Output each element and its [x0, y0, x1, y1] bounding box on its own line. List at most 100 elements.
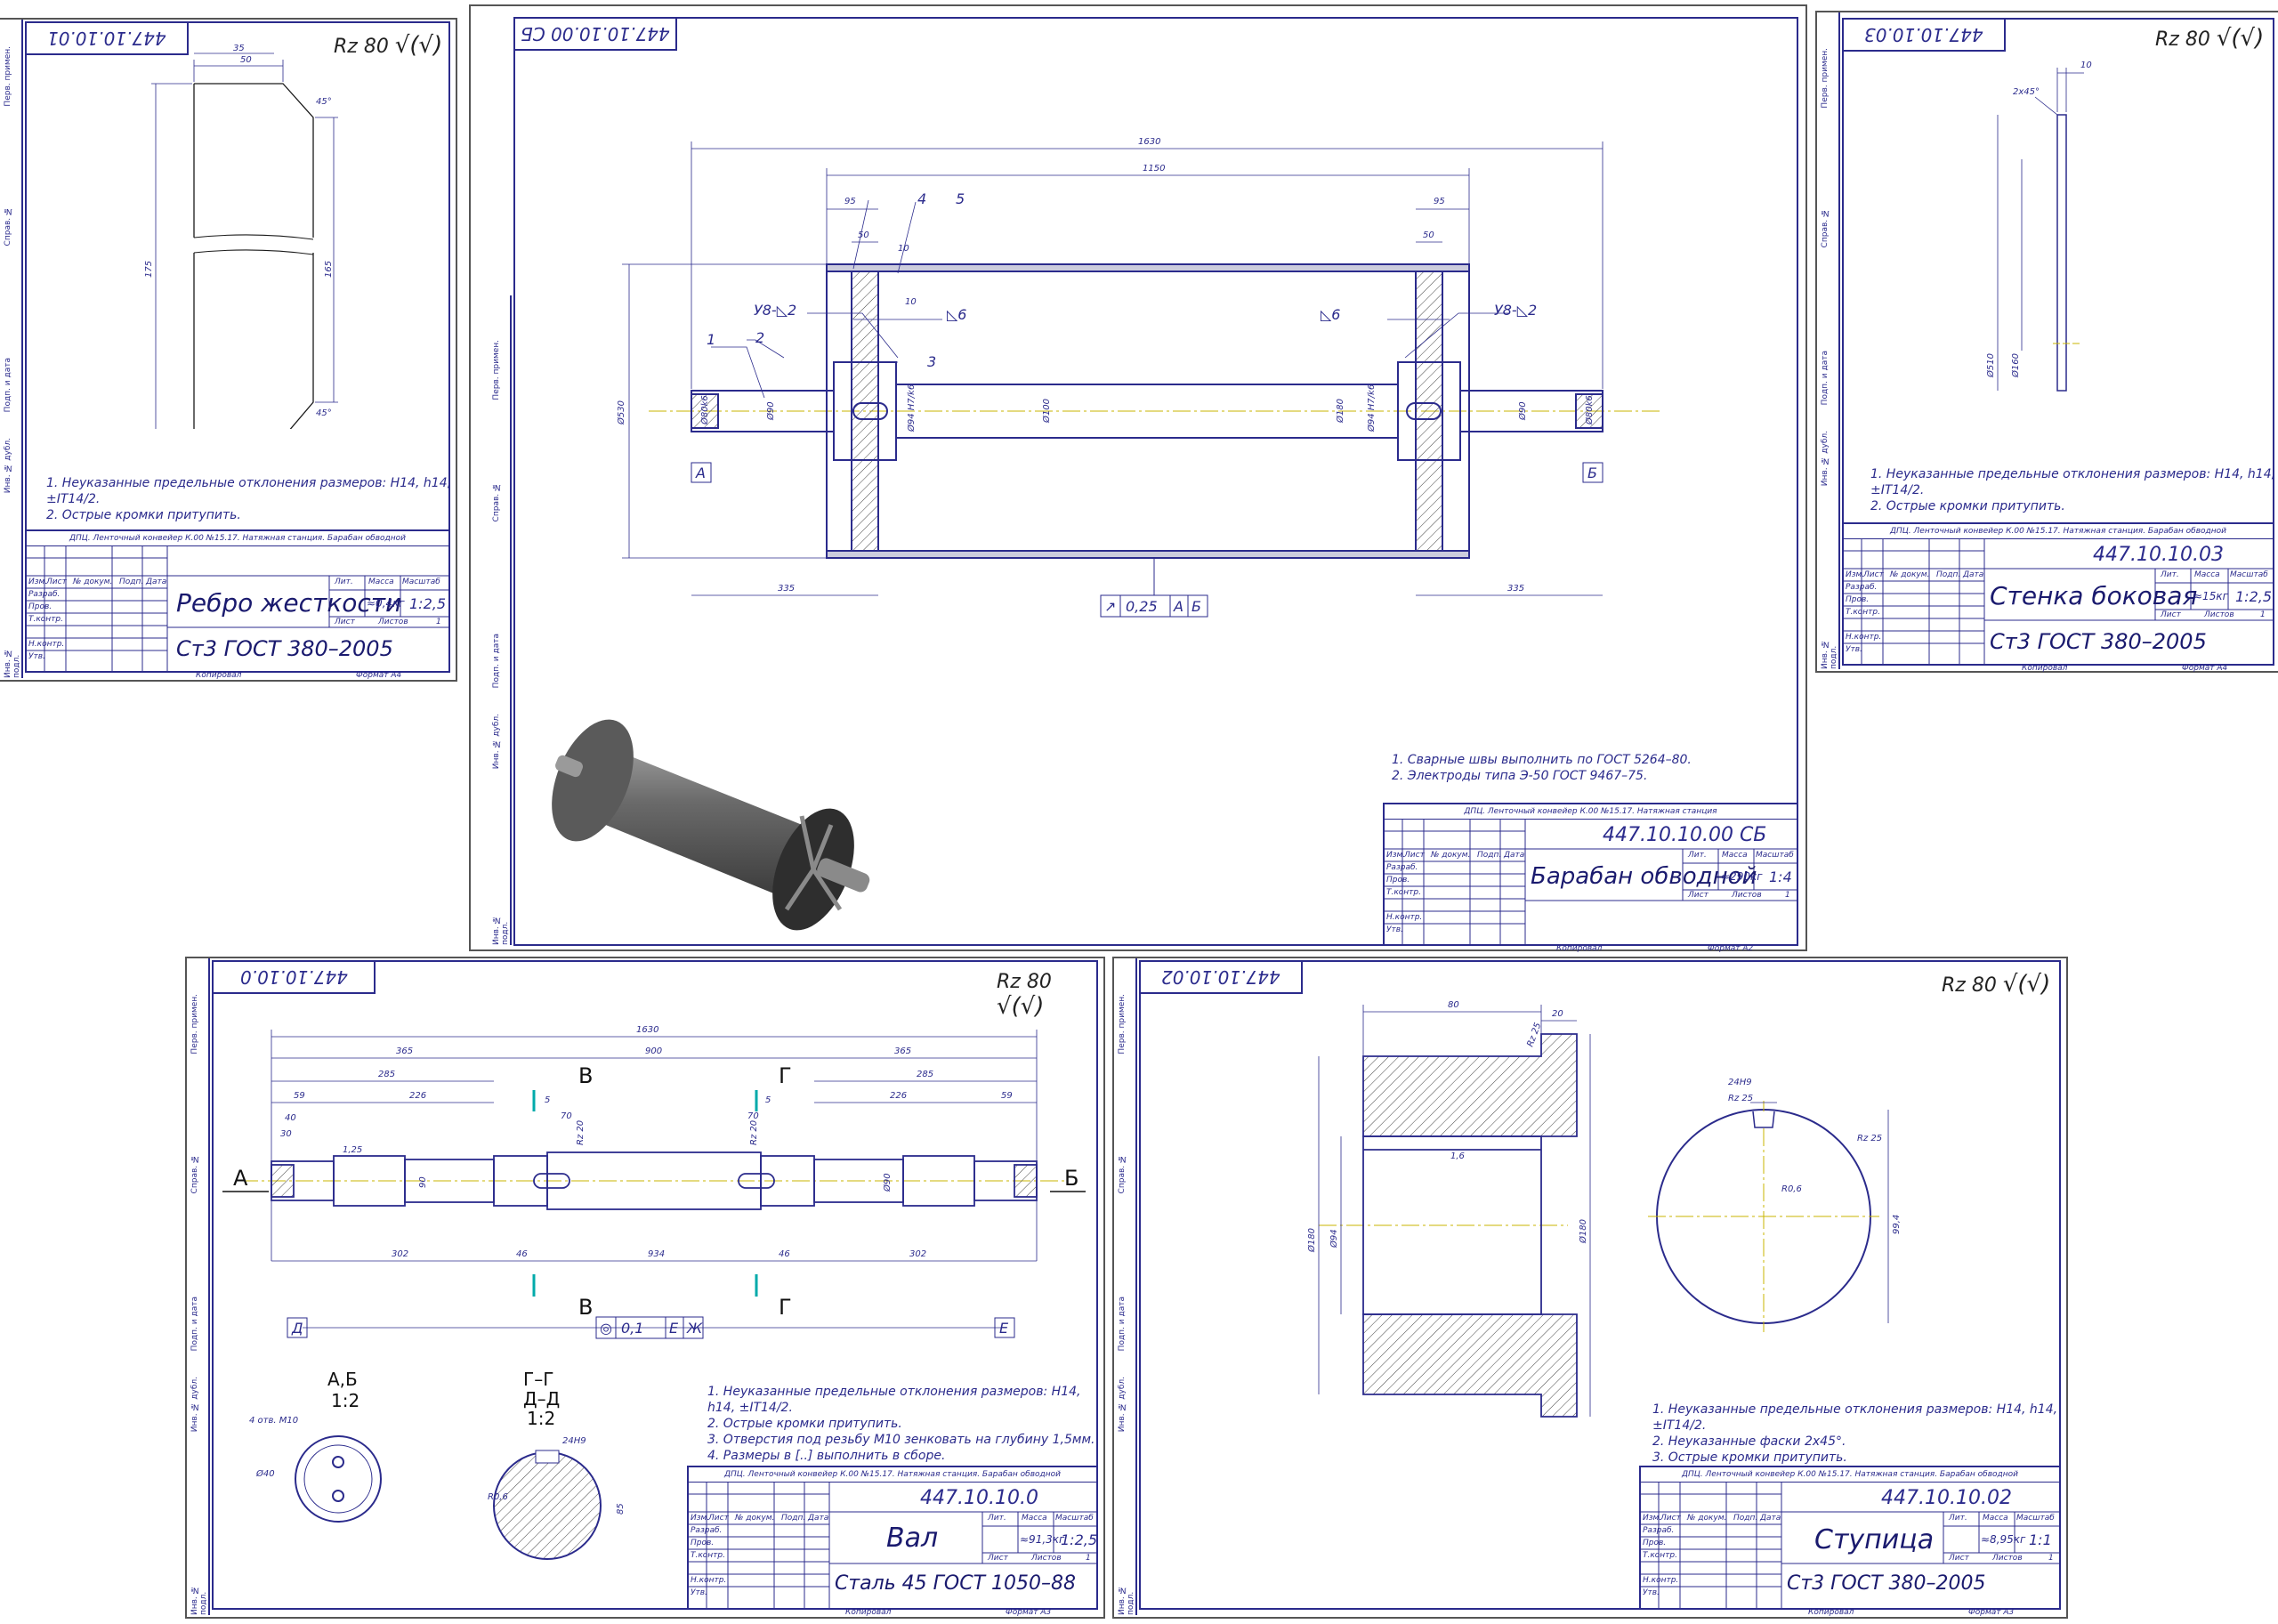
- shaft-body: [895, 384, 1399, 439]
- col-list: Лист: [1660, 1514, 1681, 1523]
- hdr-scale: Масштаб: [2016, 1514, 2055, 1523]
- role: Утв.: [691, 1588, 707, 1597]
- col-date: Дата: [1504, 851, 1525, 860]
- role: Н.контр.: [1643, 1576, 1679, 1585]
- note-line: 2. Острые кромки притупить.: [46, 508, 241, 522]
- role: Пров.: [28, 602, 53, 611]
- tb-code: 447.10.10.0: [920, 1487, 1038, 1509]
- side-strip: Перв. примен. Справ. № Подп. и дата Инв.…: [0, 20, 23, 678]
- drawing-frame: [1139, 960, 2061, 1610]
- col-date: Дата: [1963, 570, 1984, 579]
- hub-section-bottom: [1362, 1313, 1578, 1418]
- role: Н.контр.: [28, 640, 65, 649]
- note-line: 3. Острые кромки притупить.: [1652, 1450, 1847, 1465]
- note-line: 1. Неуказанные предельные отклонения раз…: [1870, 467, 2276, 497]
- role: Разраб.: [1643, 1526, 1675, 1535]
- hdr-sheet: Лист: [2161, 610, 2181, 619]
- tol-datum-1: А: [1173, 598, 1183, 615]
- rib-outline-bottom: [193, 253, 314, 429]
- hdr-sheets: Листов: [2204, 610, 2234, 619]
- note-line: 2. Острые кромки притупить.: [707, 1417, 902, 1431]
- drawing-code-tab: 447.10.10.0: [212, 960, 376, 994]
- side-label: Инв. № дубл.: [4, 438, 12, 494]
- val-sheets: 1: [1785, 891, 1790, 900]
- copied-label: Копировал: [196, 671, 242, 680]
- role: Утв.: [28, 652, 45, 661]
- pos-4: 4: [917, 190, 926, 207]
- side-label: Инв. № подл.: [4, 648, 21, 678]
- col-sign: Подп.: [1936, 570, 1961, 579]
- role: Разраб.: [1386, 863, 1418, 872]
- tolerance-frame: ◎ 0,1 Е Ж: [595, 1316, 704, 1339]
- dim-90-left: 90: [418, 1176, 428, 1188]
- hdr-lit: Лит.: [1688, 851, 1707, 860]
- dim-180-outer: Ø180: [1306, 1228, 1317, 1253]
- keyway-label: 24H9: [1728, 1078, 1752, 1087]
- dim-1630: 1630: [1138, 137, 1160, 147]
- part-name: Стенка боковая: [1990, 581, 2198, 610]
- dim-90-right: Ø90: [1517, 401, 1528, 421]
- dim-50-right: 50: [1423, 230, 1434, 240]
- notes: 1. Неуказанные предельные отклонения раз…: [1870, 466, 2278, 514]
- dim-180: Ø180: [1335, 399, 1345, 424]
- col-sign: Подп.: [119, 578, 144, 586]
- tb-organization: ДПЦ. Ленточный конвейер К.00 №15.17. Нат…: [1641, 1467, 2059, 1483]
- hdr-lit: Лит.: [335, 578, 353, 586]
- roughness-mark: Rz 80 √(√): [2155, 25, 2265, 52]
- end-face-view: [295, 1435, 382, 1523]
- sheet-assembly: Перв. примен. Справ. № Подп. и дата Инв.…: [469, 4, 1807, 953]
- copied-label: Копировал: [1808, 1608, 1854, 1617]
- tol-datum-2: Ж: [686, 1320, 703, 1337]
- val-mass: ≈8,95кг: [1981, 1533, 2026, 1546]
- rib-outline-top: [193, 83, 314, 238]
- hdr-mass: Масса: [1022, 1514, 1047, 1523]
- part-name: Барабан обводной: [1531, 863, 1757, 890]
- dim-365-right: 365: [894, 1046, 911, 1056]
- title-block: ДПЦ. Ленточный конвейер К.00 №15.17. Нат…: [25, 529, 450, 673]
- drawing-code-tab: 447.10.10.02: [1139, 960, 1303, 994]
- dim-20: 20: [1552, 1009, 1563, 1019]
- dim-302-left: 302: [392, 1249, 408, 1259]
- weld-mark-right: У8-◺2: [1494, 302, 1537, 319]
- material: Ст3 ГОСТ 380–2005: [176, 636, 393, 661]
- rz25-c: Rz 25: [1857, 1134, 1882, 1143]
- col-izm: Изм.: [28, 578, 48, 586]
- note-line: 1. Неуказанные предельные отклонения раз…: [1652, 1402, 2058, 1433]
- drum-drawing: 1630 1150 95 95 50 50 10 10 335 335 Ø530…: [552, 137, 1663, 931]
- col-list: Лист: [1404, 851, 1425, 860]
- dim-95-right: 95: [1434, 197, 1445, 206]
- weld-mark-left: У8-◺2: [754, 302, 796, 319]
- dim-900: 900: [645, 1046, 662, 1056]
- part-name: Ребро жесткости: [176, 588, 402, 618]
- val-mass: ≈15кг: [2193, 590, 2228, 602]
- sheet-hub: Перв. примен. Справ. № Подп. и дата Инв.…: [1112, 957, 2068, 1619]
- col-izm: Изм.: [1846, 570, 1865, 579]
- hdr-scale: Масштаб: [2230, 570, 2268, 579]
- tb-grid: [1844, 538, 2273, 664]
- tb-grid: [1641, 1482, 2059, 1608]
- format-label: Формат A4: [356, 671, 402, 680]
- tb-organization: ДПЦ. Ленточный конвейер К.00 №15.17. Нат…: [689, 1467, 1096, 1483]
- col-list: Лист: [1863, 570, 1884, 579]
- tolerance-frame: ↗ 0,25 А Б: [1100, 558, 1208, 618]
- view-b-arrow: Б: [1064, 1166, 1078, 1191]
- hdr-sheet: Лист: [1949, 1554, 1969, 1563]
- val-mass: ≈290кг: [1721, 870, 1763, 883]
- dim-180-inner: Ø180: [1578, 1219, 1588, 1244]
- drawing-code-tab: 447.10.10.00 СБ: [513, 17, 677, 51]
- col-list: Лист: [46, 578, 67, 586]
- title-block: ДПЦ. Ленточный конвейер К.00 №15.17. Нат…: [1383, 803, 1798, 946]
- dim-45-top: 45°: [316, 97, 332, 107]
- section-v-top: В: [578, 1063, 593, 1088]
- dim-45-bottom: 45°: [316, 408, 332, 418]
- dim-530: Ø530: [616, 400, 626, 425]
- hdr-sheet: Лист: [1688, 891, 1708, 900]
- copied-label: Копировал: [845, 1608, 892, 1617]
- note-line: 1. Сварные швы выполнить по ГОСТ 5264–80…: [1392, 753, 1692, 767]
- hdr-mass: Масса: [2194, 570, 2220, 579]
- col-doc: № докум.: [735, 1514, 775, 1523]
- dim-30: 30: [280, 1129, 292, 1139]
- part-name: Вал: [886, 1523, 939, 1554]
- datum-d: Д: [291, 1320, 303, 1337]
- view-a-arrow: А: [233, 1166, 248, 1191]
